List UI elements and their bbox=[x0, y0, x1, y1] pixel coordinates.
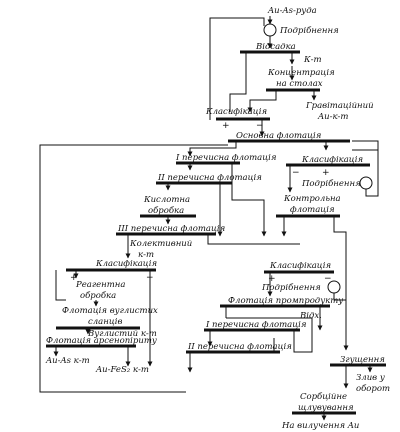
crusher-icon bbox=[263, 23, 277, 37]
gravity-label-1: Гравітаційний bbox=[305, 101, 374, 111]
collective-label-2: к-т bbox=[138, 250, 154, 260]
stage-jigging: Відсадка К-т bbox=[229, 42, 322, 112]
plus-sign: + bbox=[222, 121, 230, 131]
classification-4-label: Класифікація bbox=[269, 261, 331, 271]
stage-middlings-flotation: Флотація промпродукту Відх. bbox=[220, 296, 343, 331]
final-label: На вилучення Au bbox=[281, 421, 359, 431]
jigging-label: Відсадка bbox=[255, 42, 296, 52]
tails-label: Відх. bbox=[299, 311, 322, 321]
svg-text:+: + bbox=[322, 168, 330, 178]
carbon-flot-label-2: сланців bbox=[88, 317, 122, 327]
reagent-label-2: обробка bbox=[80, 290, 116, 301]
stage-control-flotation: Контрольна флотація bbox=[276, 194, 349, 351]
stage-cleaner-2: II перечисна флотація bbox=[156, 173, 262, 237]
stage-ore-feed: Au-As-руда Подрібнення bbox=[209, 6, 339, 120]
stage-classification-3: Класифікація + − bbox=[55, 259, 157, 367]
recycle-line-1 bbox=[209, 17, 265, 120]
stage-main-flotation: Основна флотація bbox=[39, 131, 350, 393]
tabling-label-2: на столах bbox=[276, 79, 323, 89]
svg-text:+: + bbox=[268, 274, 276, 284]
sorption-label-1: Сорбційне bbox=[300, 391, 347, 402]
stage-acid-treatment: Кислотна обробка bbox=[140, 195, 196, 225]
collective-label-1: Колективний bbox=[129, 239, 192, 249]
stage-tabling: Концентрація на столах Гравітаційний Au-… bbox=[247, 66, 374, 122]
stage-classification-2: Класифікація − + Подрібнення bbox=[286, 140, 379, 197]
sorption-label-2: щлувування bbox=[298, 403, 354, 413]
cleaner-2b-label: II перечисна флотація bbox=[187, 342, 292, 352]
reagent-label-1: Реагентна bbox=[75, 280, 125, 290]
crusher-3-icon bbox=[327, 280, 341, 294]
svg-text:−: − bbox=[292, 168, 300, 178]
classification-3-label: Класифікація bbox=[95, 259, 157, 269]
stage-sorption: Сорбційне щлувування На вилучення Au bbox=[281, 391, 359, 431]
crusher-2-icon bbox=[359, 176, 373, 190]
tabling-label-1: Концентрація bbox=[267, 68, 335, 78]
classification-1-label: Класифікація bbox=[205, 107, 267, 117]
au-as-conc-label: Au-As к-т bbox=[45, 356, 90, 366]
stage-cleaner-2b: II перечисна флотація Au-FeS₂ к-т bbox=[95, 338, 292, 375]
crushing-3-label: Подрібнення bbox=[261, 282, 321, 293]
carbon-flot-label-1: Флотація вуглистих bbox=[62, 306, 158, 316]
stage-classification-1: Класифікація + − bbox=[205, 107, 270, 137]
cleaner-2-label: II перечисна флотація bbox=[157, 173, 262, 183]
crushing-2-label: Подрібнення bbox=[301, 178, 361, 189]
overflow-label-2: оборот bbox=[356, 383, 390, 394]
acid-label-2: обробка bbox=[148, 205, 184, 216]
stage-thickening: Згущення Злив у оборот bbox=[330, 355, 390, 394]
middlings-label: Флотація промпродукту bbox=[228, 296, 343, 306]
recycle-line-2 bbox=[352, 149, 379, 197]
stage-cleaner-1b: I перечисна флотація bbox=[204, 317, 313, 353]
ore-label: Au-As-руда bbox=[267, 6, 317, 16]
thickening-label: Згущення bbox=[340, 355, 385, 365]
cleaner-1-label: I перечисна флотація bbox=[175, 153, 277, 163]
control-label-1: Контрольна bbox=[283, 194, 341, 204]
minus-sign: − bbox=[256, 121, 264, 131]
gravity-label-2: Au-к-т bbox=[317, 112, 349, 122]
cleaner-1b-label: I перечисна флотація bbox=[205, 320, 307, 330]
stage-classification-4: Класифікація + − Подрібнення bbox=[261, 261, 346, 301]
stage-arsenopyrite-flotation: Флотація арсенопіриту Au-As к-т bbox=[45, 336, 157, 367]
cleaner-3-label: III перечисна флотація bbox=[117, 224, 226, 234]
stage-cleaner-3: III перечисна флотація Колективний к-т bbox=[116, 224, 300, 260]
arsenopyrite-label: Флотація арсенопіриту bbox=[46, 336, 157, 346]
main-flotation-label: Основна флотація bbox=[236, 131, 322, 141]
control-label-2: флотація bbox=[290, 205, 335, 215]
outer-loop-line bbox=[39, 144, 228, 393]
stage-reagent-treatment: Реагентна обробка bbox=[75, 280, 125, 307]
stage-carbon-flotation: Флотація вуглистих сланців Вуглистий к-т bbox=[56, 306, 158, 339]
overflow-label-1: Злив у bbox=[356, 373, 385, 383]
acid-label-1: Кислотна bbox=[143, 195, 190, 205]
jig-tails-line bbox=[229, 52, 247, 112]
classification-2-label: Класифікація bbox=[301, 155, 363, 165]
svg-text:−: − bbox=[324, 274, 332, 284]
carbon-conc-label: Вуглистий к-т bbox=[87, 329, 157, 339]
cleaner-3-tails bbox=[207, 234, 300, 245]
crushing-1-label: Подрібнення bbox=[279, 25, 339, 36]
au-fes2-label: Au-FeS₂ к-т bbox=[95, 365, 149, 375]
concentrate-label: К-т bbox=[303, 55, 322, 65]
